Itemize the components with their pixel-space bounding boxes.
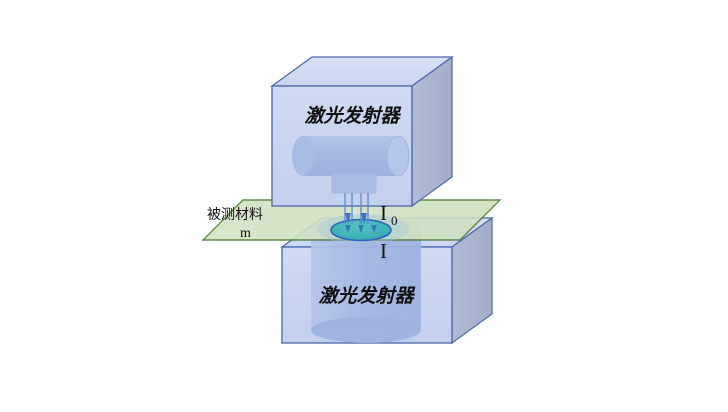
upper-unit-cylinder: [292, 135, 410, 177]
incident-intensity-symbol: I: [380, 201, 387, 225]
upper-unit-label: 激光发射器: [304, 105, 401, 127]
spot-inner-arrows: [345, 225, 377, 233]
lower-unit-cylinder: [311, 215, 421, 343]
beam-arrowheads: [345, 213, 367, 224]
beam-arrowhead-1: [345, 213, 351, 224]
lower-unit-label: 激光发射器: [318, 285, 415, 307]
incident-intensity-subscript: 0: [391, 213, 398, 228]
upper-laser-unit: 激光发射器: [270, 55, 454, 208]
incident-intensity-label: I 0: [380, 201, 398, 228]
beam-arrowhead-2: [361, 213, 367, 224]
laser-spot: [317, 214, 409, 244]
lower-laser-unit: 激光发射器: [280, 215, 494, 345]
upper-unit-nozzle: [331, 172, 377, 194]
transmitted-intensity-label: I: [380, 239, 387, 263]
transmitted-intensity-symbol: I: [380, 239, 387, 263]
material-label-line1: 被测材料: [207, 207, 263, 223]
material-label-line2: m: [240, 226, 251, 241]
laser-beam-rays: [344, 193, 369, 224]
